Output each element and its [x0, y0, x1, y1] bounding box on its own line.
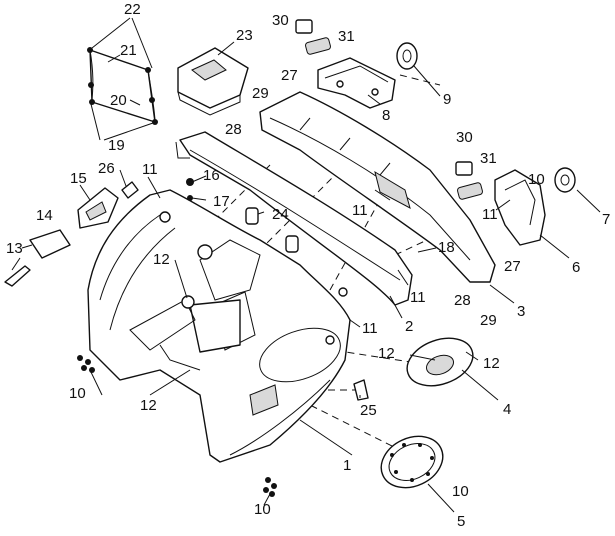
callout-29-right: 29 [480, 312, 497, 329]
reflector-14 [29, 229, 71, 259]
callout-labels: 1 2 3 4 5 6 7 8 9 10 10 10 10 11 11 11 1… [6, 1, 610, 530]
handle-rod-assembly [87, 47, 158, 125]
callout-10-ring: 10 [452, 483, 469, 500]
rear-fender-body [87, 189, 351, 463]
round-grommet-9 [396, 42, 418, 70]
callout-1: 1 [343, 457, 351, 474]
callout-28-right: 28 [454, 292, 471, 309]
screw-cluster [77, 355, 277, 497]
callout-2: 2 [405, 318, 413, 335]
callout-9: 9 [443, 91, 451, 108]
callout-11-lower: 11 [362, 320, 378, 337]
callout-4: 4 [503, 401, 511, 418]
clip-26 [121, 181, 139, 199]
callout-25: 25 [360, 402, 377, 419]
callout-29-top: 29 [252, 85, 269, 102]
callout-28-top: 28 [225, 121, 242, 138]
oval-cover-4 [406, 337, 474, 387]
pad-31-top [305, 37, 331, 55]
mounting-bracket-8 [317, 57, 396, 109]
callout-10-right: 10 [528, 171, 545, 188]
bushings [186, 178, 299, 253]
round-grommet-7 [554, 167, 576, 193]
callout-20: 20 [110, 92, 127, 109]
callout-3: 3 [517, 303, 525, 320]
callout-16: 16 [203, 167, 220, 184]
callout-18: 18 [438, 239, 455, 256]
callout-5: 5 [457, 513, 465, 530]
clip-13 [4, 265, 31, 287]
clip-25 [353, 379, 369, 401]
callout-11-center: 11 [352, 202, 368, 219]
callout-10-bottom: 10 [254, 501, 271, 518]
callout-24: 24 [272, 206, 289, 223]
callout-31-right: 31 [480, 150, 497, 167]
callout-12-lower: 12 [140, 397, 157, 414]
callout-7: 7 [602, 211, 610, 228]
bracket-15 [77, 187, 119, 229]
front-crossbar [175, 131, 413, 306]
pad-30-side [455, 161, 473, 176]
callout-27-right: 27 [504, 258, 521, 275]
callout-12-cover-right: 12 [483, 355, 500, 372]
toolbox-lid-23 [177, 47, 249, 116]
callout-11-left: 11 [142, 161, 158, 178]
callout-17: 17 [213, 193, 230, 210]
ring-gasket-5 [380, 435, 444, 489]
callout-14: 14 [36, 207, 53, 224]
leader-lines [11, 17, 601, 513]
callout-15: 15 [70, 170, 87, 187]
pad-31-side [457, 182, 483, 200]
pad-30-top [295, 19, 313, 34]
callout-26: 26 [98, 160, 115, 177]
callout-21: 21 [120, 42, 137, 59]
callout-12-upper: 12 [153, 251, 170, 268]
callout-23: 23 [236, 27, 253, 44]
callout-27-top: 27 [281, 67, 298, 84]
callout-10-left: 10 [69, 385, 86, 402]
callout-11-bracket: 11 [482, 206, 498, 223]
callout-12-cover-left: 12 [378, 345, 395, 362]
callout-30-right: 30 [456, 129, 473, 146]
callout-6: 6 [572, 259, 580, 276]
callout-13: 13 [6, 240, 23, 257]
callout-11-right: 11 [410, 289, 426, 306]
callout-19: 19 [108, 137, 125, 154]
callout-8: 8 [382, 107, 390, 124]
callout-30-top: 30 [272, 12, 289, 29]
callout-22: 22 [124, 1, 141, 18]
callout-31-top: 31 [338, 28, 355, 45]
top-carrier-rail [259, 91, 496, 283]
